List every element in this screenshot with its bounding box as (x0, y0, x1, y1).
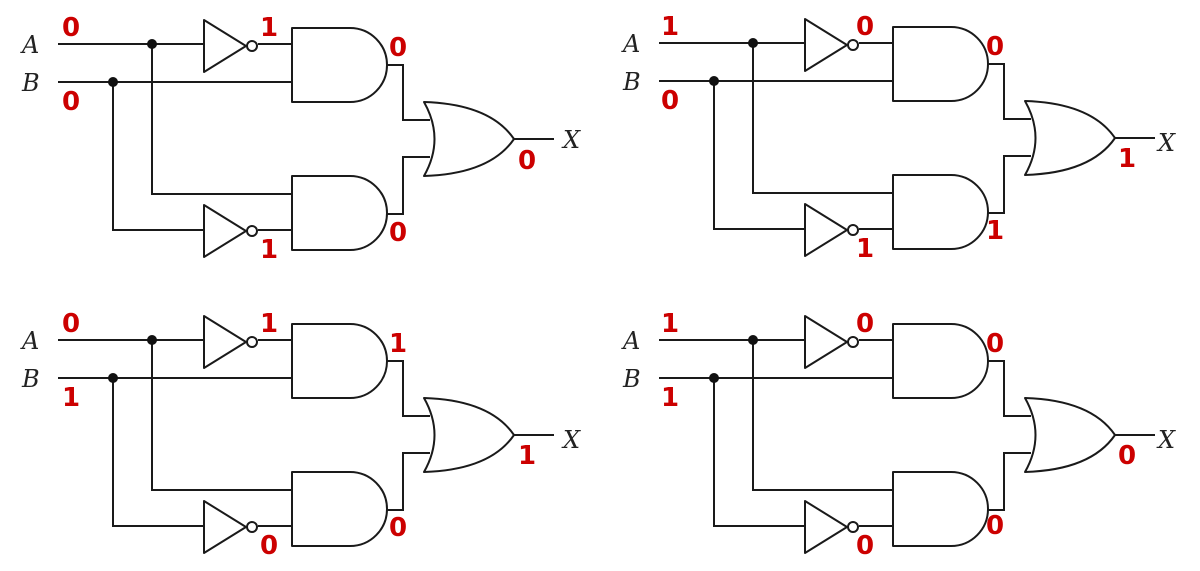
input-a-label: A (621, 327, 640, 355)
input-a-label: A (20, 31, 39, 59)
value-b: 0 (62, 87, 80, 117)
input-b-label: B (622, 68, 641, 96)
output-x-label: X (561, 426, 581, 454)
value-not-b: 0 (260, 531, 278, 561)
input-b-label: B (21, 365, 40, 393)
value-and-bottom: 0 (389, 513, 407, 543)
circuit-2-gates-and-wires (658, 18, 1156, 257)
value-not-a: 0 (856, 12, 874, 42)
input-b-label: B (622, 365, 641, 393)
value-and-bottom: 0 (986, 511, 1004, 541)
input-a-label: A (20, 327, 39, 355)
value-not-b: 1 (856, 234, 874, 264)
value-b: 0 (661, 86, 679, 116)
value-output-x: 1 (1118, 144, 1136, 174)
value-output-x: 0 (518, 146, 536, 176)
circuit-3: A B X 0 1 1 0 1 0 1 (20, 309, 581, 561)
value-and-top: 0 (389, 33, 407, 63)
value-not-a: 1 (260, 309, 278, 339)
circuit-4-gates-and-wires (658, 315, 1156, 554)
input-b-label: B (21, 69, 40, 97)
input-a-label: A (621, 30, 640, 58)
output-x-label: X (1156, 426, 1176, 454)
value-not-a: 0 (856, 309, 874, 339)
circuit-1: A B X 0 0 1 1 0 0 0 (20, 13, 581, 265)
value-a: 0 (62, 309, 80, 339)
value-b: 1 (661, 383, 679, 413)
circuit-4: A B X 1 1 0 0 0 0 0 (621, 309, 1176, 561)
value-and-bottom: 1 (986, 216, 1004, 246)
value-a: 1 (661, 309, 679, 339)
value-and-top: 0 (986, 32, 1004, 62)
circuit-2: A B X 1 0 0 1 0 1 1 (621, 12, 1176, 264)
output-x-label: X (561, 126, 581, 154)
value-output-x: 0 (1118, 441, 1136, 471)
value-and-bottom: 0 (389, 218, 407, 248)
value-not-b: 0 (856, 531, 874, 561)
value-output-x: 1 (518, 441, 536, 471)
value-and-top: 1 (389, 329, 407, 359)
value-not-b: 1 (260, 235, 278, 265)
circuit-1-gates-and-wires (57, 19, 555, 258)
circuit-3-gates-and-wires (57, 315, 555, 554)
value-and-top: 0 (986, 329, 1004, 359)
value-b: 1 (62, 383, 80, 413)
value-not-a: 1 (260, 13, 278, 43)
value-a: 1 (661, 12, 679, 42)
output-x-label: X (1156, 129, 1176, 157)
value-a: 0 (62, 13, 80, 43)
